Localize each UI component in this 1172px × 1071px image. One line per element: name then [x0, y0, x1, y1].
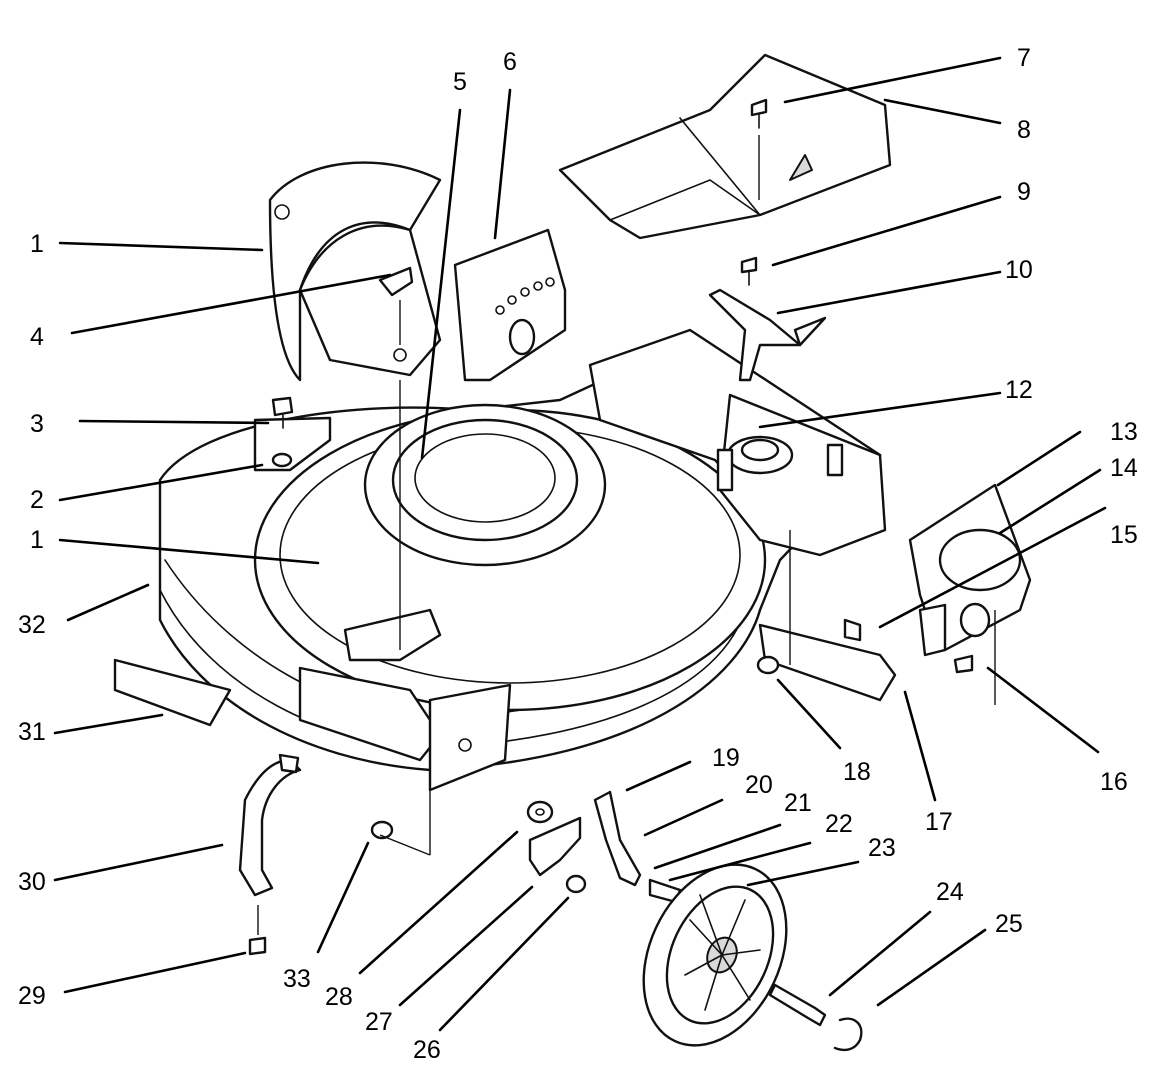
- callout-15: 15: [1110, 521, 1138, 549]
- callout-23: 23: [868, 834, 896, 862]
- callout-18: 18: [843, 758, 871, 786]
- leader-lines: [53, 56, 1107, 1032]
- callout-19: 19: [712, 744, 740, 772]
- rear-cover: [558, 53, 892, 240]
- callout-10: 10: [1005, 256, 1033, 284]
- callout-24: 24: [936, 878, 964, 906]
- callout-1-deck: 1: [30, 526, 44, 554]
- callout-25: 25: [995, 910, 1023, 938]
- callout-12: 12: [1005, 376, 1033, 404]
- wheel: [642, 863, 788, 1047]
- callout-32: 32: [18, 611, 46, 639]
- callout-27: 27: [365, 1008, 393, 1036]
- callout-2: 2: [30, 486, 44, 514]
- rear-flap: [758, 618, 897, 702]
- callout-6: 6: [503, 48, 517, 76]
- callout-9: 9: [1017, 178, 1031, 206]
- callout-28: 28: [325, 983, 353, 1011]
- callout-17: 17: [925, 808, 953, 836]
- height-adjust-plate-right: [908, 483, 1032, 657]
- handle-bracket: [708, 256, 827, 382]
- callout-20: 20: [745, 771, 773, 799]
- callout-8: 8: [1017, 116, 1031, 144]
- callout-22: 22: [825, 810, 853, 838]
- callout-30: 30: [18, 868, 46, 896]
- callout-31: 31: [18, 718, 46, 746]
- discharge-cover: [268, 161, 442, 382]
- callout-3: 3: [30, 410, 44, 438]
- callout-5: 5: [453, 68, 467, 96]
- assembly-lines: [379, 380, 996, 856]
- callout-1-top: 1: [30, 230, 44, 258]
- callout-14: 14: [1110, 454, 1138, 482]
- callout-labels: 1 1 2 3 4 5 6 7 8 9 10 12 13 14 15 16 17…: [18, 44, 1138, 1064]
- height-adjust-plate-left: [453, 228, 567, 382]
- callout-26: 26: [413, 1036, 441, 1064]
- callout-7: 7: [1017, 44, 1031, 72]
- callout-21: 21: [784, 789, 812, 817]
- callout-29: 29: [18, 982, 46, 1010]
- hardware: [248, 396, 974, 1052]
- callout-33: 33: [283, 965, 311, 993]
- callout-16: 16: [1100, 768, 1128, 796]
- chute-bracket: [238, 753, 302, 897]
- warning-label: [113, 658, 232, 727]
- callout-4: 4: [30, 323, 44, 351]
- callout-13: 13: [1110, 418, 1138, 446]
- mower-deck: [158, 328, 887, 792]
